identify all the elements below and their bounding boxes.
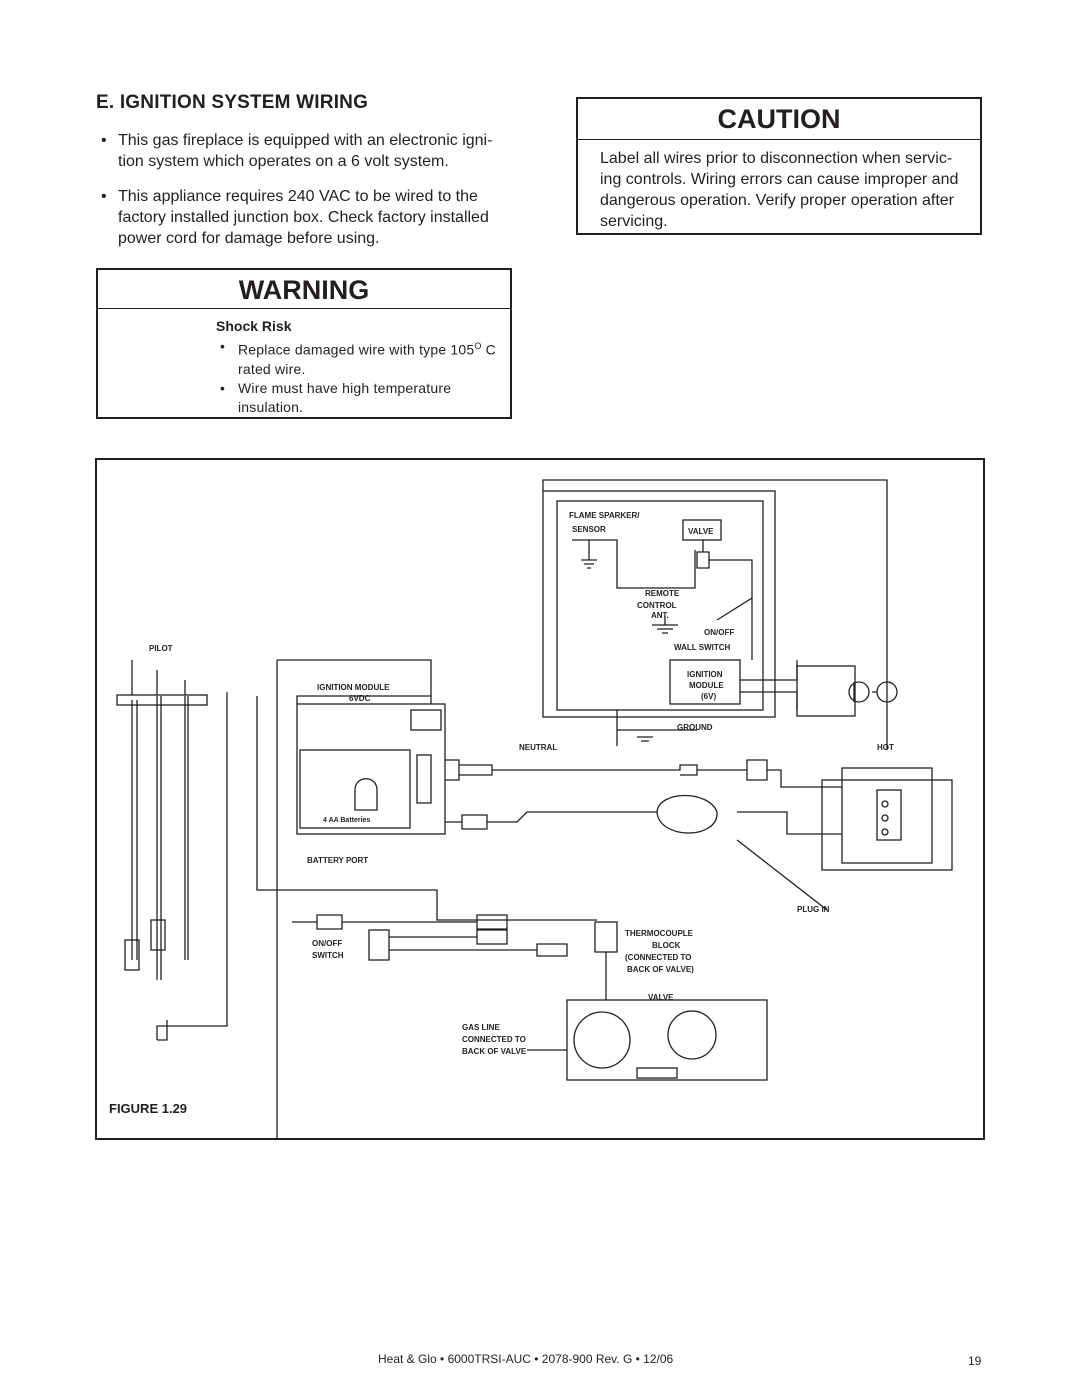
caution-text: Label all wires prior to disconnection w… (600, 150, 959, 230)
label-ground: GROUND (677, 723, 713, 732)
schematic-ignition-box (669, 659, 741, 705)
warning-heading: WARNING (98, 270, 510, 309)
wiring-lines (116, 479, 953, 1138)
warning-item-wire-type: Replace damaged wire with type 105O C ra… (216, 337, 496, 379)
label-switch-bottom: SWITCH (312, 951, 344, 960)
label-on-off-top: ON/OFF (704, 628, 734, 637)
on-off-switch-body (368, 929, 390, 961)
plug-in-receptacle (841, 767, 933, 864)
label-gas-line: GAS LINE (462, 1023, 500, 1032)
section-title: E. IGNITION SYSTEM WIRING (96, 92, 369, 113)
warning-item1-prefix: Replace damaged wire with type 105 (238, 341, 475, 358)
warning-box: WARNING Shock Risk Replace damaged wire … (96, 268, 512, 419)
label-plug-in: PLUG IN (797, 905, 830, 914)
schematic-inner (556, 500, 764, 711)
label-batteries: 4 AA Batteries (323, 817, 370, 824)
label-battery-port: BATTERY PORT (307, 856, 368, 865)
label-ant: ANT. (651, 611, 669, 620)
footer-text: Heat & Glo • 6000TRSI-AUC • 2078-900 Rev… (378, 1352, 674, 1366)
warning-item1-suffix: C rated wire. (238, 341, 496, 377)
label-gas-connected-to: CONNECTED TO (462, 1035, 526, 1044)
caution-heading: CAUTION (578, 99, 980, 140)
label-remote: REMOTE (645, 589, 680, 598)
label-block: BLOCK (652, 941, 681, 950)
ignition-module-body (296, 703, 446, 835)
caution-box: CAUTION Label all wires prior to disconn… (576, 97, 982, 235)
schematic-valve-box (682, 519, 722, 541)
label-ignition-module: IGNITION MODULE (317, 683, 390, 692)
label-module-top: MODULE (689, 681, 724, 690)
junction-box (796, 665, 856, 717)
page-number: 19 (968, 1354, 982, 1368)
figure-label: FIGURE 1.29 (109, 1101, 188, 1116)
label-back-of-valve-paren: BACK OF VALVE) (627, 965, 694, 974)
wiring-figure: FLAME SPARKER/ SENSOR VALVE REMOTE CONTR… (95, 458, 985, 1140)
callout-text: FLAME SPARKER/ SENSOR VALVE REMOTE CONTR… (149, 511, 894, 1056)
schematic-frame (542, 490, 776, 718)
label-on-off-bottom: ON/OFF (312, 939, 342, 948)
intro-bullet-list: This gas fireplace is equipped with an e… (96, 130, 516, 263)
label-thermocouple: THERMOCOUPLE (625, 929, 694, 938)
label-hot: HOT (877, 743, 894, 752)
label-6vdc: 6VDC (349, 694, 371, 703)
label-6v: (6V) (701, 692, 716, 701)
gas-valve-body (566, 999, 768, 1081)
pilot-bracket (116, 694, 208, 706)
label-ignition-top: IGNITION (687, 670, 723, 679)
control-module (656, 794, 718, 834)
bullet-240vac: This appliance requires 240 VAC to be wi… (96, 186, 516, 249)
bullet-electronic-ignition: This gas fireplace is equipped with an e… (96, 130, 516, 172)
label-valve-top: VALVE (688, 527, 714, 536)
label-gas-back-of-valve: BACK OF VALVE (462, 1047, 527, 1056)
warning-subheading: Shock Risk (216, 318, 292, 334)
label-connected-to: (CONNECTED TO (625, 953, 692, 962)
label-neutral: NEUTRAL (519, 743, 557, 752)
label-wall-switch: WALL SWITCH (674, 643, 731, 652)
label-pilot: PILOT (149, 644, 173, 653)
degree-sup: O (474, 341, 482, 351)
label-control: CONTROL (637, 601, 677, 610)
warning-item-insulation: Wire must have high temperature insulati… (216, 379, 496, 417)
label-sensor: SENSOR (572, 525, 606, 534)
wiring-diagram: FLAME SPARKER/ SENSOR VALVE REMOTE CONTR… (116, 479, 953, 1138)
label-valve-bottom: VALVE (648, 993, 674, 1002)
warning-list: Replace damaged wire with type 105O C ra… (216, 337, 496, 417)
label-flame-sparker: FLAME SPARKER/ (569, 511, 640, 520)
